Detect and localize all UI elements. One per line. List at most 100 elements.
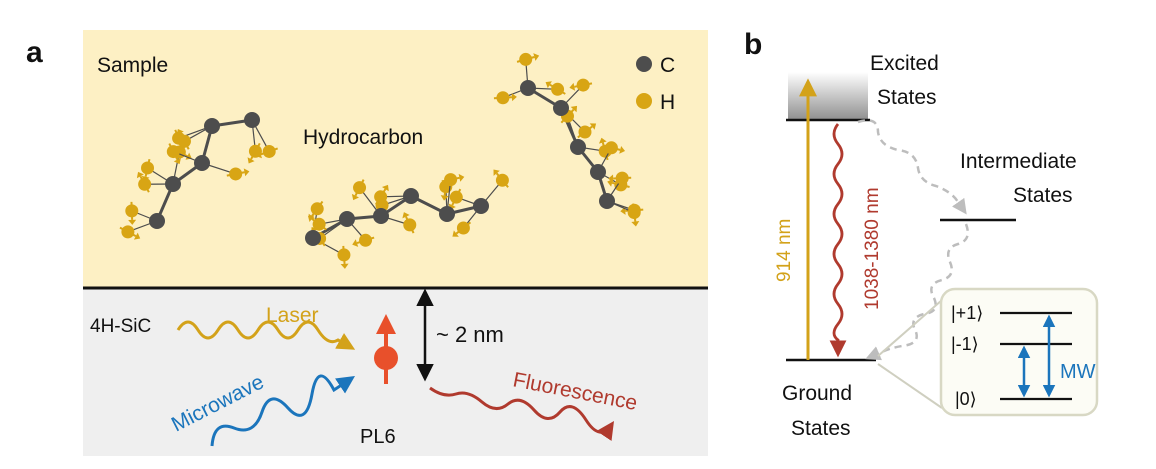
intermediate-states-label-1: Intermediate — [960, 150, 1077, 173]
proton-spin-arrowhead — [402, 212, 410, 219]
legend-hydrogen-marker — [636, 93, 652, 109]
hydrogen-atom — [353, 181, 367, 195]
legend-hydrogen-label: H — [660, 91, 675, 114]
hydrogen-atom — [359, 233, 373, 247]
proton-spin-arrowhead — [608, 174, 614, 183]
ground-states-label-2: States — [791, 417, 851, 440]
proton-spin-arrowhead — [173, 157, 181, 165]
spin-zero-label: |0⟩ — [955, 389, 977, 409]
proton-spin-arrowhead — [351, 193, 360, 201]
carbon-atom — [244, 112, 260, 128]
proton-spin-arrowhead — [533, 53, 540, 61]
hydrocarbon-molecules — [119, 52, 644, 269]
mw-label: MW — [1060, 361, 1096, 383]
hydrogen-atom — [310, 202, 324, 216]
substrate-label: 4H-SiC — [90, 316, 151, 337]
panel-a-label: a — [26, 36, 43, 69]
hydrogen-atom — [248, 144, 262, 158]
pl6-label: PL6 — [360, 426, 396, 448]
proton-spin-arrowhead — [247, 157, 255, 164]
microwave-wave — [210, 374, 355, 447]
proton-spin-arrowhead — [493, 169, 500, 176]
hydrogen-atom — [403, 218, 417, 232]
depth-label: ~ 2 nm — [436, 322, 504, 347]
carbon-atom — [570, 139, 586, 155]
proton-spin-arrowhead — [133, 232, 141, 240]
carbon-atom — [149, 213, 165, 229]
hydrogen-atom — [312, 217, 326, 231]
carbon-atom — [590, 164, 606, 180]
hydrocarbon-label: Hydrocarbon — [303, 126, 423, 149]
hydrogen-atom — [125, 204, 139, 218]
proton-spin-arrowhead — [340, 263, 349, 269]
zoom-connector-bottom — [877, 363, 943, 409]
hydrogen-atom — [444, 173, 458, 187]
hydrogen-atom — [627, 206, 641, 220]
ground-states-label-1: Ground — [782, 382, 852, 405]
carbon-atom — [305, 230, 321, 246]
proton-spin-arrowhead — [589, 123, 597, 130]
proton-spin-arrowhead — [128, 219, 137, 225]
excitation-wavelength-label: 914 nm — [774, 219, 795, 282]
proton-spin-arrowhead — [598, 137, 607, 144]
hydrogen-atom — [519, 52, 533, 66]
hydrogen-atom — [141, 161, 155, 175]
legend-carbon-label: C — [660, 54, 675, 77]
hydrogen-atom — [121, 225, 135, 239]
hydrogen-atom — [551, 82, 565, 96]
carbon-atom — [520, 80, 536, 96]
hydrogen-atom — [337, 248, 351, 262]
excited-states-label-2: States — [877, 86, 937, 109]
emission-squiggle — [829, 123, 847, 358]
excited-states-band — [788, 72, 868, 120]
hydrogen-atom — [456, 221, 470, 235]
pl6-defect — [374, 346, 398, 370]
carbon-atom — [439, 206, 455, 222]
proton-spin-arrowhead — [381, 184, 389, 192]
laser-wave — [176, 320, 356, 350]
proton-spin-arrowhead — [545, 81, 552, 89]
spin-minus1-label: |-1⟩ — [951, 334, 979, 354]
isc-path-upper — [857, 119, 967, 215]
hydrogen-atom — [229, 167, 243, 181]
proton-spin-arrowhead — [570, 105, 578, 113]
intermediate-states-label-2: States — [1013, 184, 1073, 207]
hydrogen-atom — [449, 190, 463, 204]
hydrogen-atom — [615, 171, 629, 185]
carbon-atom — [599, 193, 615, 209]
hydrogen-atom — [138, 177, 152, 191]
sample-label: Sample — [97, 54, 168, 77]
hydrogen-atom — [262, 144, 276, 158]
proton-spin-arrowhead — [458, 173, 465, 182]
carbon-atom — [339, 211, 355, 227]
carbon-atom — [473, 198, 489, 214]
proton-spin-arrowhead — [352, 239, 359, 247]
proton-spin-arrowhead — [631, 221, 640, 227]
hydrogen-atom — [578, 125, 592, 139]
isc-path-lower — [865, 223, 969, 361]
legend-carbon-marker — [636, 56, 652, 72]
laser-label: Laser — [266, 304, 319, 327]
proton-spin-arrowhead — [511, 93, 517, 102]
panel-b-label: b — [744, 28, 762, 61]
emission-wavelength-label: 1038-1380 nm — [862, 187, 883, 310]
proton-spin-arrowhead — [243, 168, 250, 177]
proton-spin-arrowhead — [136, 171, 144, 179]
spin-plus1-label: |+1⟩ — [951, 303, 983, 323]
hydrogen-atom — [604, 141, 618, 155]
hydrogen-atom — [495, 173, 509, 187]
carbon-atom — [204, 118, 220, 134]
carbon-atom — [553, 100, 569, 116]
proton-spin-arrowhead — [307, 215, 315, 222]
excited-states-label-1: Excited — [870, 52, 939, 75]
hydrogen-atom — [496, 91, 510, 105]
proton-spin-arrowhead — [619, 145, 626, 154]
fluorescence-wave — [429, 386, 614, 441]
proton-spin-arrowhead — [452, 230, 459, 237]
proton-spin-arrowhead — [176, 128, 184, 136]
carbon-atom — [373, 208, 389, 224]
carbon-atom — [403, 188, 419, 204]
carbon-atom — [165, 176, 181, 192]
hydrogen-atom — [576, 78, 590, 92]
